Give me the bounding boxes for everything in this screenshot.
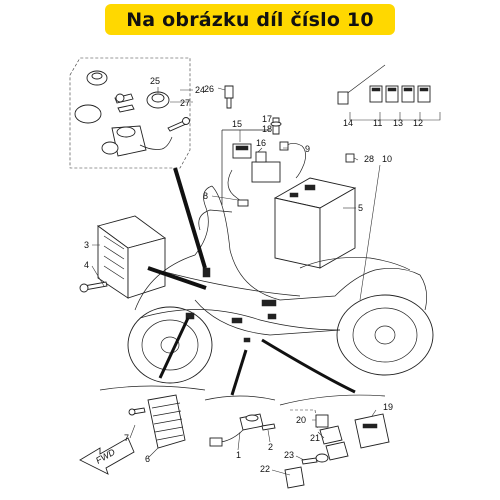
callout-leaders [91, 87, 377, 476]
callout-1: 1 [236, 450, 241, 460]
callout-15: 15 [232, 119, 242, 129]
page-title: Na obrázku díl číslo 10 [126, 8, 374, 31]
title-banner: Na obrázku díl číslo 10 [105, 4, 395, 35]
switch-group-right [284, 409, 390, 489]
callout-28: 28 [364, 154, 374, 164]
battery [273, 177, 357, 269]
callout-19: 19 [383, 402, 393, 412]
callout-8: 8 [203, 191, 208, 201]
fwd-arrow: FWD [79, 437, 135, 475]
callout-20: 20 [296, 415, 306, 425]
callout-6: 6 [145, 454, 150, 464]
callout-14: 14 [343, 118, 353, 128]
callout-24: 24 [195, 85, 205, 95]
callout-numbers: 25 24 27 26 15 16 17 18 9 8 5 14 11 13 1… [84, 76, 423, 474]
fuse-group [337, 64, 441, 163]
sensor-part [209, 413, 276, 447]
callout-10: 10 [382, 154, 392, 164]
ignition-switch-group [69, 57, 191, 169]
scooter-outline [127, 185, 434, 384]
callout-16: 16 [256, 138, 266, 148]
callout-27: 27 [180, 98, 190, 108]
callout-18: 18 [262, 124, 272, 134]
rectifier-regulator [128, 394, 186, 449]
group-brackets [99, 385, 386, 406]
callout-7: 7 [124, 433, 129, 443]
callout-22: 22 [260, 464, 270, 474]
key-part [224, 85, 234, 109]
callout-3: 3 [84, 240, 89, 250]
callout-5: 5 [358, 203, 363, 213]
relay-group [221, 117, 306, 207]
callout-21: 21 [310, 433, 320, 443]
callout-26: 26 [204, 84, 214, 94]
callout-17: 17 [262, 114, 272, 124]
cdi-unit [79, 215, 167, 299]
callout-13: 13 [393, 118, 403, 128]
callout-25: 25 [150, 76, 160, 86]
callout-11: 11 [373, 118, 382, 128]
callout-23: 23 [284, 450, 294, 460]
callout-4: 4 [84, 260, 89, 270]
callout-12: 12 [413, 118, 423, 128]
callout-9: 9 [305, 144, 310, 154]
callout-2: 2 [268, 442, 273, 452]
pointer-lines [147, 164, 381, 396]
